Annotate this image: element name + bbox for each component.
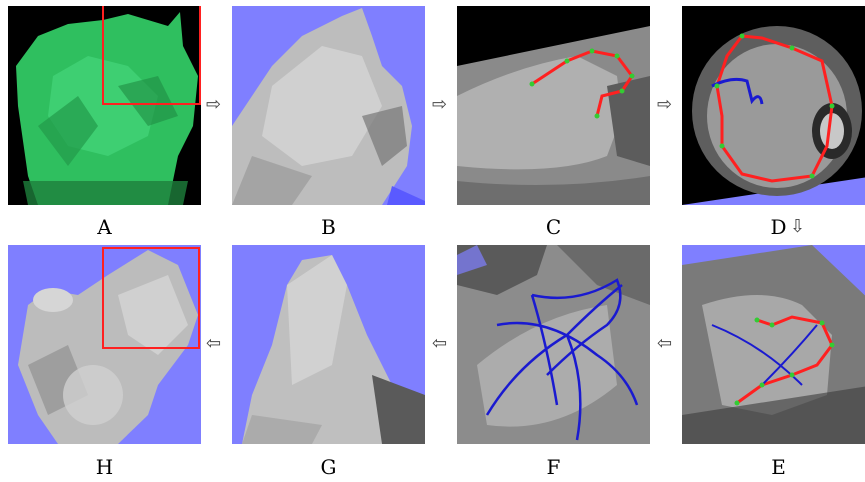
label-g: G (320, 455, 337, 479)
arrow-f-to-g: ⇦ (432, 333, 448, 354)
label-a: A (97, 215, 112, 239)
label-d: D (770, 215, 787, 239)
panel-h-surface-render (8, 245, 201, 444)
panel-f-contour-curves (457, 245, 650, 444)
red-contour (531, 49, 634, 117)
panel-d-ct-slice-contour (682, 6, 865, 205)
arrow-c-to-d: ⇨ (657, 94, 673, 115)
red-contour (715, 34, 834, 183)
blue-contour (711, 77, 764, 105)
panel-b-volume-render (232, 6, 425, 205)
panel-e-ct-slice-curves (682, 245, 865, 444)
arrow-e-to-f: ⇦ (657, 333, 673, 354)
label-f: F (546, 455, 561, 479)
roi-box (102, 6, 201, 105)
blue-curves (485, 278, 639, 441)
panel-g-reconstructed-surface (232, 245, 425, 444)
panel-c-ct-slice-contour (457, 6, 650, 205)
arrow-g-to-h: ⇦ (206, 333, 222, 354)
arrow-b-to-c: ⇨ (432, 94, 448, 115)
arrow-d-to-e: ⇩ (790, 216, 806, 237)
label-e: E (771, 455, 786, 479)
arrow-a-to-b: ⇨ (206, 94, 222, 115)
panel-a-segmented-bone (8, 6, 201, 205)
label-c: C (545, 215, 562, 239)
roi-box (102, 247, 200, 349)
label-b: B (321, 215, 336, 239)
label-h: H (95, 455, 114, 479)
